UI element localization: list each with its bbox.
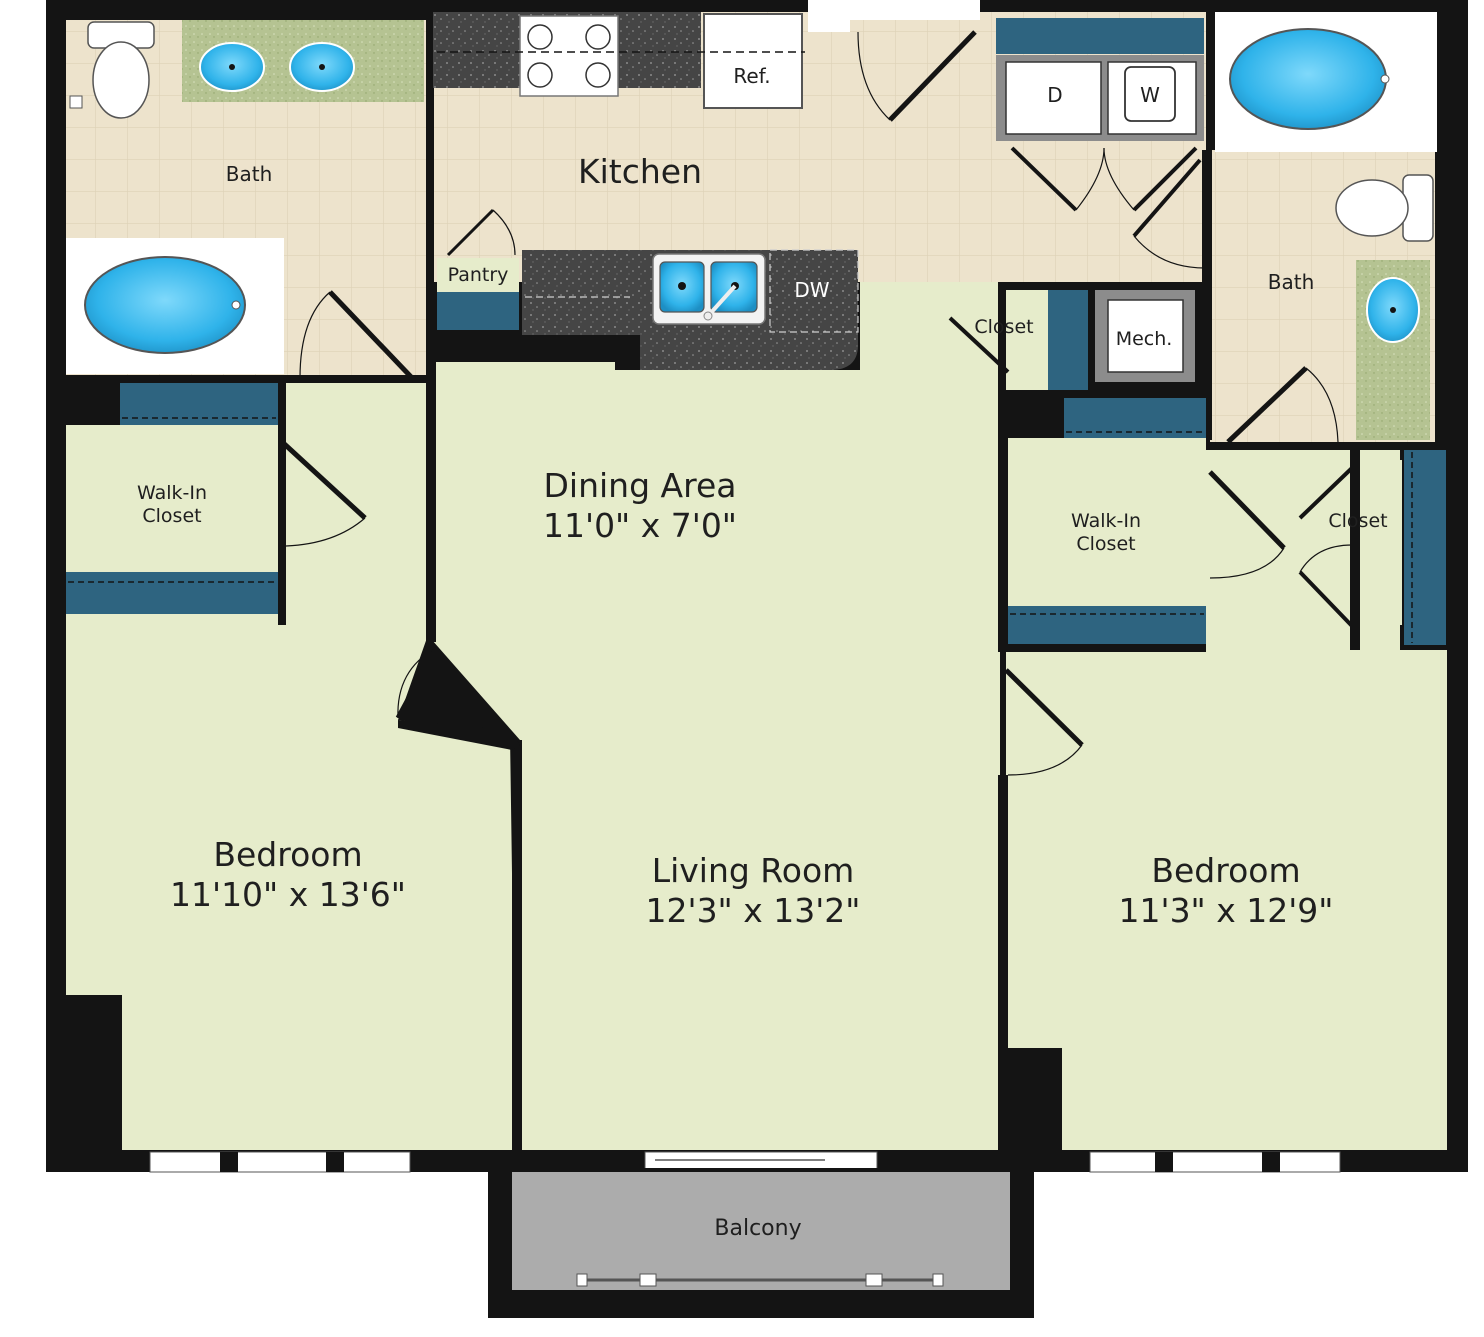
dining-area-label: Dining Area 11'0" x 7'0" xyxy=(500,466,780,545)
right-closet-label: Closet xyxy=(1328,510,1388,532)
washer-label: W xyxy=(1140,83,1160,107)
living-room-name: Living Room xyxy=(651,851,855,890)
right-bedroom-label: Bedroom 11'3" x 12'9" xyxy=(1066,851,1386,930)
doors xyxy=(278,30,1354,776)
interior-walls xyxy=(66,0,1360,1158)
dishwasher-label: DW xyxy=(794,278,830,302)
left-walkin-closet-label: Walk-In Closet xyxy=(137,482,207,527)
hall-closet-label: Closet xyxy=(974,316,1034,338)
right-bedroom-dimensions: 11'3" x 12'9" xyxy=(1118,890,1334,930)
kitchen-counters xyxy=(433,12,859,370)
closet-shelves xyxy=(66,18,1446,645)
right-bedroom-name: Bedroom xyxy=(1151,851,1301,890)
mech-label: Mech. xyxy=(1115,328,1173,350)
left-bedroom-name: Bedroom xyxy=(213,835,363,874)
shelf-dashes xyxy=(68,417,1413,643)
living-room-dimensions: 12'3" x 13'2" xyxy=(645,890,861,930)
right-walkin-closet-label: Walk-In Closet xyxy=(1071,510,1141,555)
dining-area-dimensions: 11'0" x 7'0" xyxy=(543,505,737,545)
living-room-label: Living Room 12'3" x 13'2" xyxy=(590,851,916,930)
right-bath-label: Bath xyxy=(1267,270,1315,294)
left-bedroom-label: Bedroom 11'10" x 13'6" xyxy=(128,835,448,914)
balcony-label: Balcony xyxy=(714,1216,802,1241)
left-bedroom-dimensions: 11'10" x 13'6" xyxy=(170,874,406,914)
kitchen-label: Kitchen xyxy=(577,152,703,191)
pantry-label: Pantry xyxy=(447,264,509,286)
refrigerator-label: Ref. xyxy=(733,64,771,88)
dining-area-name: Dining Area xyxy=(543,466,737,505)
closet-floors xyxy=(66,258,1402,625)
dryer-label: D xyxy=(1047,83,1063,107)
laundry-and-mech xyxy=(996,55,1204,382)
left-bath-label: Bath xyxy=(225,162,273,186)
right-bath-fixtures xyxy=(1229,28,1434,440)
balcony-area xyxy=(488,1168,1034,1318)
left-bath-fixtures xyxy=(66,20,424,374)
